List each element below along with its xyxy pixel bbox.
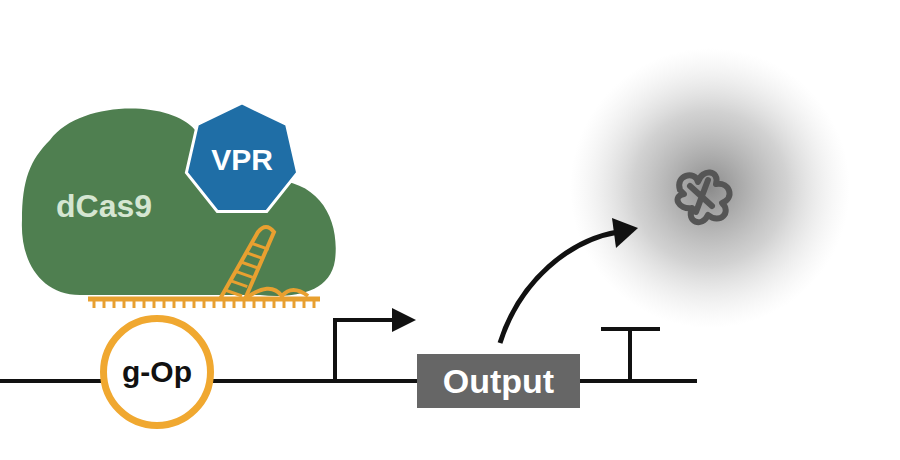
node-label: g-Op (122, 355, 192, 389)
output-gene: Output (417, 354, 580, 408)
promoter-head (392, 308, 416, 332)
node-label: VPR (211, 143, 273, 177)
output-protein (678, 172, 730, 222)
node-label: Output (443, 362, 554, 401)
expression-arrow (500, 232, 618, 343)
expression-head (612, 218, 638, 248)
dcas9-protein: dCas9 (20, 100, 340, 315)
fluorescence-glow (570, 48, 850, 328)
guide-operator: g-Op (100, 315, 214, 429)
vpr-domain: VPR (184, 102, 300, 218)
node-label: dCas9 (56, 188, 152, 225)
promoter-arrow (335, 320, 395, 381)
terminator-symbol (601, 329, 660, 381)
